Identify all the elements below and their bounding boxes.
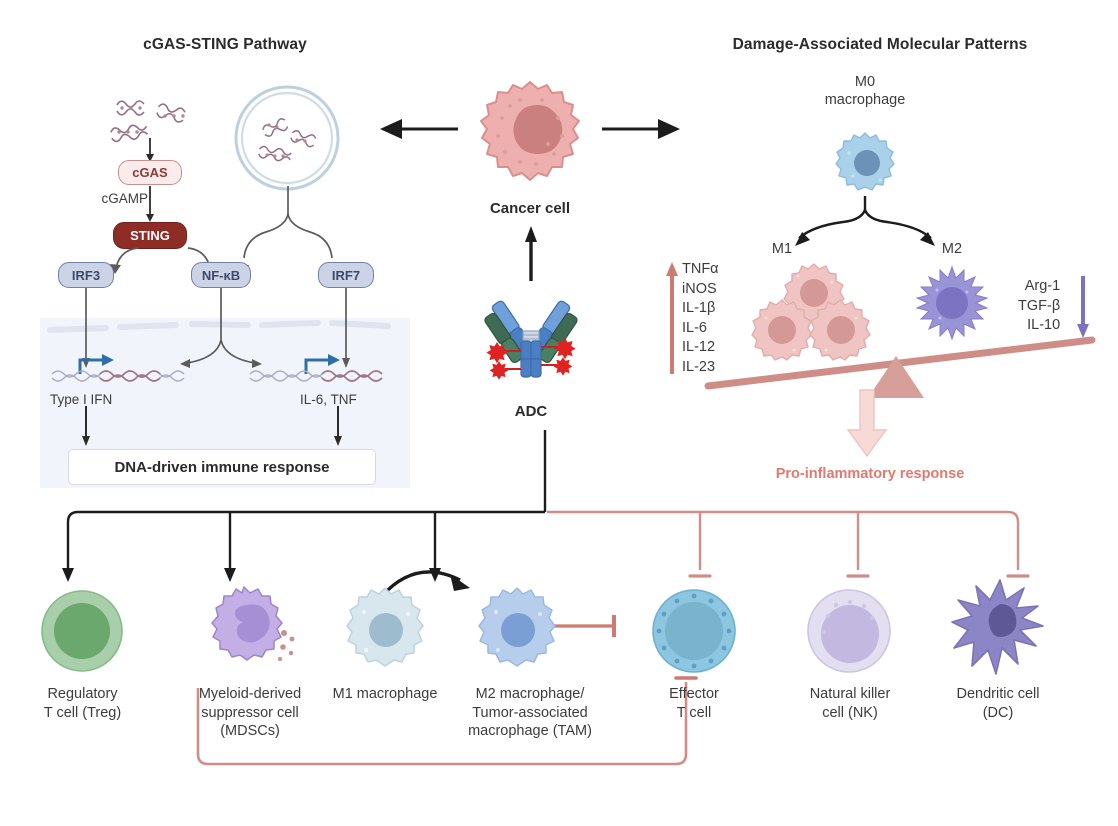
treg-label-line1: Regulatory bbox=[47, 686, 118, 702]
node-cgas-label: cGAS bbox=[132, 165, 168, 180]
effector-t-label-line2: T cell bbox=[676, 704, 712, 721]
m1-macrophage-cluster-icon bbox=[751, 263, 871, 361]
cytokine-il10: IL-10 bbox=[1027, 317, 1061, 333]
arrow-adc-to-cancer bbox=[525, 226, 537, 281]
node-irf3[interactable]: IRF3 bbox=[58, 262, 114, 288]
effector-t-label-line1: Effector bbox=[669, 686, 719, 702]
gene-il6-tnf bbox=[249, 354, 383, 382]
treg-cell-icon bbox=[41, 590, 123, 672]
panel-title-damps: Damage-Associated Molecular Patterns bbox=[732, 36, 1028, 53]
dendritic-cell-label: Dendritic cell (DC) bbox=[928, 685, 1068, 722]
label-cgamp: cGAMP bbox=[101, 191, 148, 206]
nuclear-membrane bbox=[47, 320, 391, 333]
m1-cytokine-list: TNFα iNOS IL-1β IL-6 IL-12 IL-23 bbox=[682, 260, 719, 377]
nk-cell-label: Natural killer cell (NK) bbox=[782, 685, 918, 722]
arrow-gene-right-to-outcome bbox=[334, 406, 342, 446]
cytokine-tnfa: TNFα bbox=[682, 261, 719, 277]
cancer-cell-icon bbox=[480, 81, 580, 181]
m2-tam-cell-icon bbox=[478, 587, 556, 667]
m0-label-line1: M0 bbox=[854, 74, 876, 90]
cytosolic-dna-fragments bbox=[110, 100, 186, 143]
gene-type-i-ifn bbox=[51, 354, 185, 382]
cytokine-tgfb: TGF-β bbox=[1018, 297, 1061, 314]
nk-label-line1: Natural killer bbox=[809, 686, 891, 702]
nk-label-line2: cell (NK) bbox=[822, 704, 878, 721]
panel-title-cgas-sting: cGAS-STING Pathway bbox=[143, 36, 307, 53]
downregulated-arrow-icon bbox=[1077, 276, 1089, 338]
arrow-cancer-to-cgas-panel bbox=[380, 119, 458, 139]
cancer-cell-label: Cancer cell bbox=[489, 200, 571, 217]
node-nfkb[interactable]: NF-κB bbox=[191, 262, 251, 288]
node-nfkb-label: NF-κB bbox=[201, 267, 241, 283]
cytokine-il1b: IL-1β bbox=[682, 300, 716, 316]
m0-macrophage-label: M0 macrophage bbox=[800, 73, 930, 109]
m2-tam-label-line2: Tumor-associated bbox=[472, 704, 588, 721]
upregulated-arrow-icon bbox=[666, 262, 678, 374]
cytokine-il6: IL-6 bbox=[682, 319, 707, 336]
cytokine-arg1: Arg-1 bbox=[1024, 278, 1061, 294]
cytokine-inos: iNOS bbox=[682, 280, 717, 297]
dendritic-cell-icon bbox=[951, 579, 1044, 675]
m2-tam-cell-label: M2 macrophage/ Tumor-associated macropha… bbox=[446, 685, 614, 741]
arrow-nfkb-to-genes bbox=[180, 288, 262, 368]
arrow-dna-to-cgas bbox=[146, 138, 154, 162]
dna-driven-immune-response-label: DNA-driven immune response bbox=[114, 458, 330, 476]
arrow-cgas-to-sting bbox=[146, 186, 154, 222]
node-cgas[interactable]: cGAS bbox=[118, 160, 182, 185]
m1-m2-balance-seesaw bbox=[704, 336, 1096, 398]
m0-macrophage-icon bbox=[835, 132, 895, 191]
m2-tam-label-line1: M2 macrophage/ bbox=[475, 686, 585, 702]
treg-label-line2: T cell (Treg) bbox=[43, 704, 122, 721]
effector-t-cell-icon bbox=[652, 589, 736, 673]
mdsc-cell-label: Myeloid-derived suppressor cell (MDSCs) bbox=[166, 685, 334, 741]
dna-containing-vesicle bbox=[234, 85, 340, 191]
arrow-cancer-to-damps bbox=[602, 119, 680, 139]
adc-antibody-icon bbox=[484, 300, 578, 380]
m1-macrophage-bottom-label: M1 macrophage bbox=[310, 685, 460, 704]
gene-label-il6-tnf: IL-6, TNF bbox=[300, 392, 357, 407]
cytokine-il12: IL-12 bbox=[682, 339, 716, 355]
m0-label-line2: macrophage bbox=[824, 92, 906, 108]
m1-macrophage-bottom-icon bbox=[346, 587, 424, 667]
node-sting-label: STING bbox=[130, 228, 170, 243]
bottom-distribution-connectors bbox=[62, 430, 1030, 582]
cytokine-il23: IL-23 bbox=[682, 358, 716, 375]
dc-label-line2: (DC) bbox=[982, 704, 1014, 721]
arrow-gene-left-to-outcome bbox=[82, 406, 90, 446]
pro-inflammatory-response-label: Pro-inflammatory response bbox=[775, 466, 965, 482]
m2-tam-label-line3: macrophage (TAM) bbox=[468, 723, 592, 739]
dna-driven-immune-response-box[interactable]: DNA-driven immune response bbox=[68, 449, 376, 485]
mdsc-label-line1: Myeloid-derived bbox=[198, 686, 302, 702]
m2-macrophage-icon bbox=[915, 265, 989, 341]
arrow-m1-to-m2-polarization bbox=[380, 570, 470, 598]
mdsc-cell-icon bbox=[211, 586, 295, 661]
nk-cell-icon bbox=[807, 589, 891, 673]
gene-label-type-i-ifn: Type I IFN bbox=[50, 392, 113, 407]
node-sting[interactable]: STING bbox=[113, 222, 187, 249]
arrow-to-pro-inflammatory-response bbox=[846, 389, 888, 458]
node-irf7[interactable]: IRF7 bbox=[318, 262, 374, 288]
node-irf7-label: IRF7 bbox=[331, 267, 361, 283]
adc-label: ADC bbox=[514, 403, 548, 420]
mdsc-label-line3: (MDSCs) bbox=[220, 723, 280, 739]
mdsc-label-line2: suppressor cell bbox=[201, 704, 299, 721]
m2-label: M2 bbox=[941, 241, 963, 257]
dc-label-line1: Dendritic cell bbox=[956, 686, 1040, 702]
treg-cell-label: Regulatory T cell (Treg) bbox=[0, 685, 165, 722]
node-irf3-label: IRF3 bbox=[71, 267, 101, 283]
m2-cytokine-list: Arg-1 TGF-β IL-10 bbox=[1018, 277, 1060, 336]
m1-bottom-label-line1: M1 macrophage bbox=[332, 686, 438, 702]
m0-to-m1-m2-connector bbox=[795, 196, 935, 246]
inhibition-mdsc-to-effector-t-cell bbox=[196, 676, 698, 766]
arrow-irf7-to-gene bbox=[342, 288, 350, 368]
effector-t-cell-label: Effector T cell bbox=[633, 685, 755, 722]
m1-label: M1 bbox=[771, 241, 793, 257]
